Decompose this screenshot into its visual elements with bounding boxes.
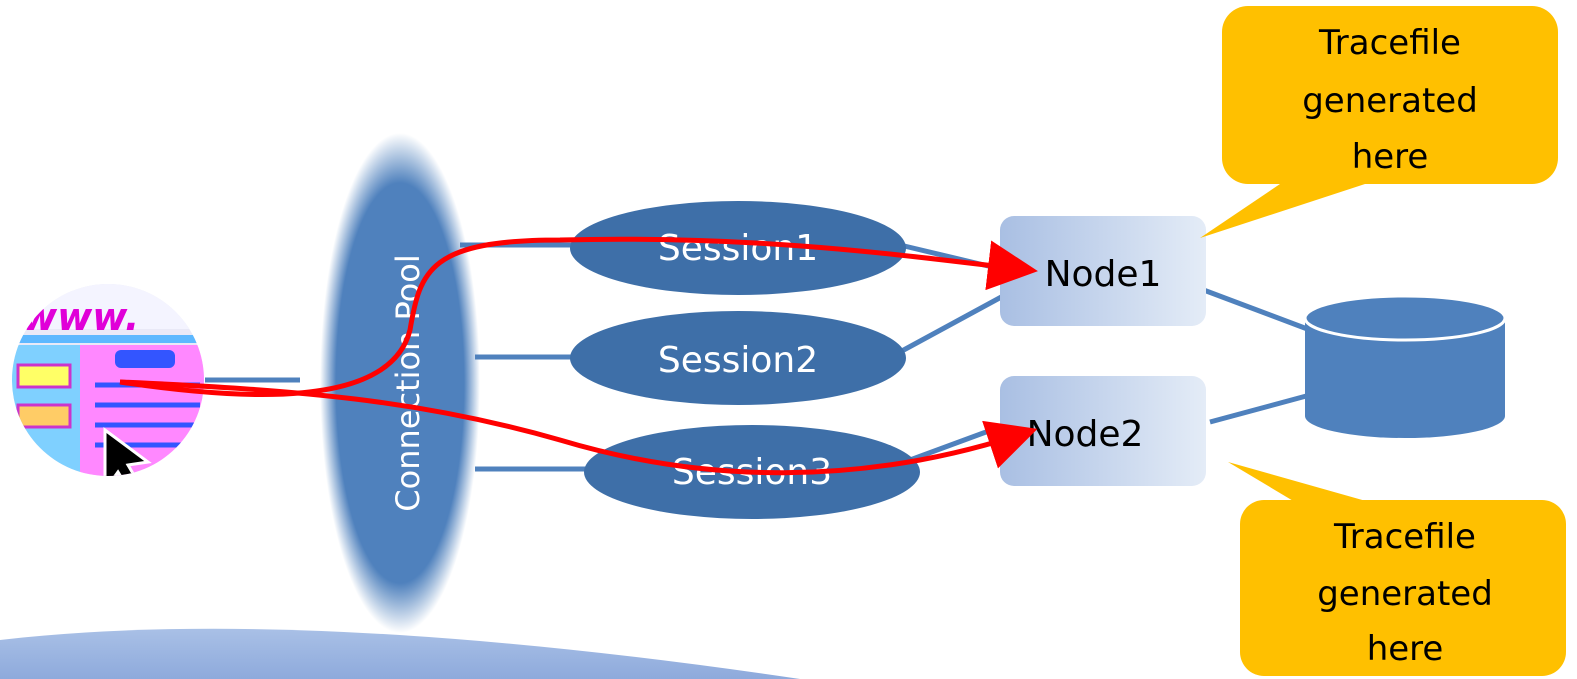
callout-bottom-line1: Tracefile xyxy=(1333,517,1476,557)
callout-top-line2: generated xyxy=(1302,81,1478,121)
connection-pool: Connection Pool xyxy=(320,133,480,633)
callout-top-line1: Tracefile xyxy=(1318,23,1461,63)
callout-bottom: Tracefile generated here xyxy=(1228,462,1566,676)
ground-shape xyxy=(0,628,800,679)
node-2: Node2 xyxy=(1000,376,1206,486)
node-1: Node1 xyxy=(1000,216,1206,326)
request-paths xyxy=(119,236,1038,476)
database-icon xyxy=(1303,294,1507,438)
callout-top-line3: here xyxy=(1352,137,1429,177)
node-2-label: Node2 xyxy=(1027,414,1144,455)
session-1-label: Session1 xyxy=(658,228,818,269)
session-2: Session2 xyxy=(570,311,906,405)
session-2-label: Session2 xyxy=(658,340,818,381)
connection-pool-label: Connection Pool xyxy=(389,254,427,511)
browser-url-text: www. xyxy=(22,295,139,339)
node-1-label: Node1 xyxy=(1045,254,1162,295)
callout-bottom-line2: generated xyxy=(1317,574,1493,614)
session-1: Session1 xyxy=(570,201,906,295)
callout-bottom-line3: here xyxy=(1367,629,1444,669)
callout-top: Tracefile generated here xyxy=(1200,6,1558,238)
path-to-node2 xyxy=(119,379,1038,476)
